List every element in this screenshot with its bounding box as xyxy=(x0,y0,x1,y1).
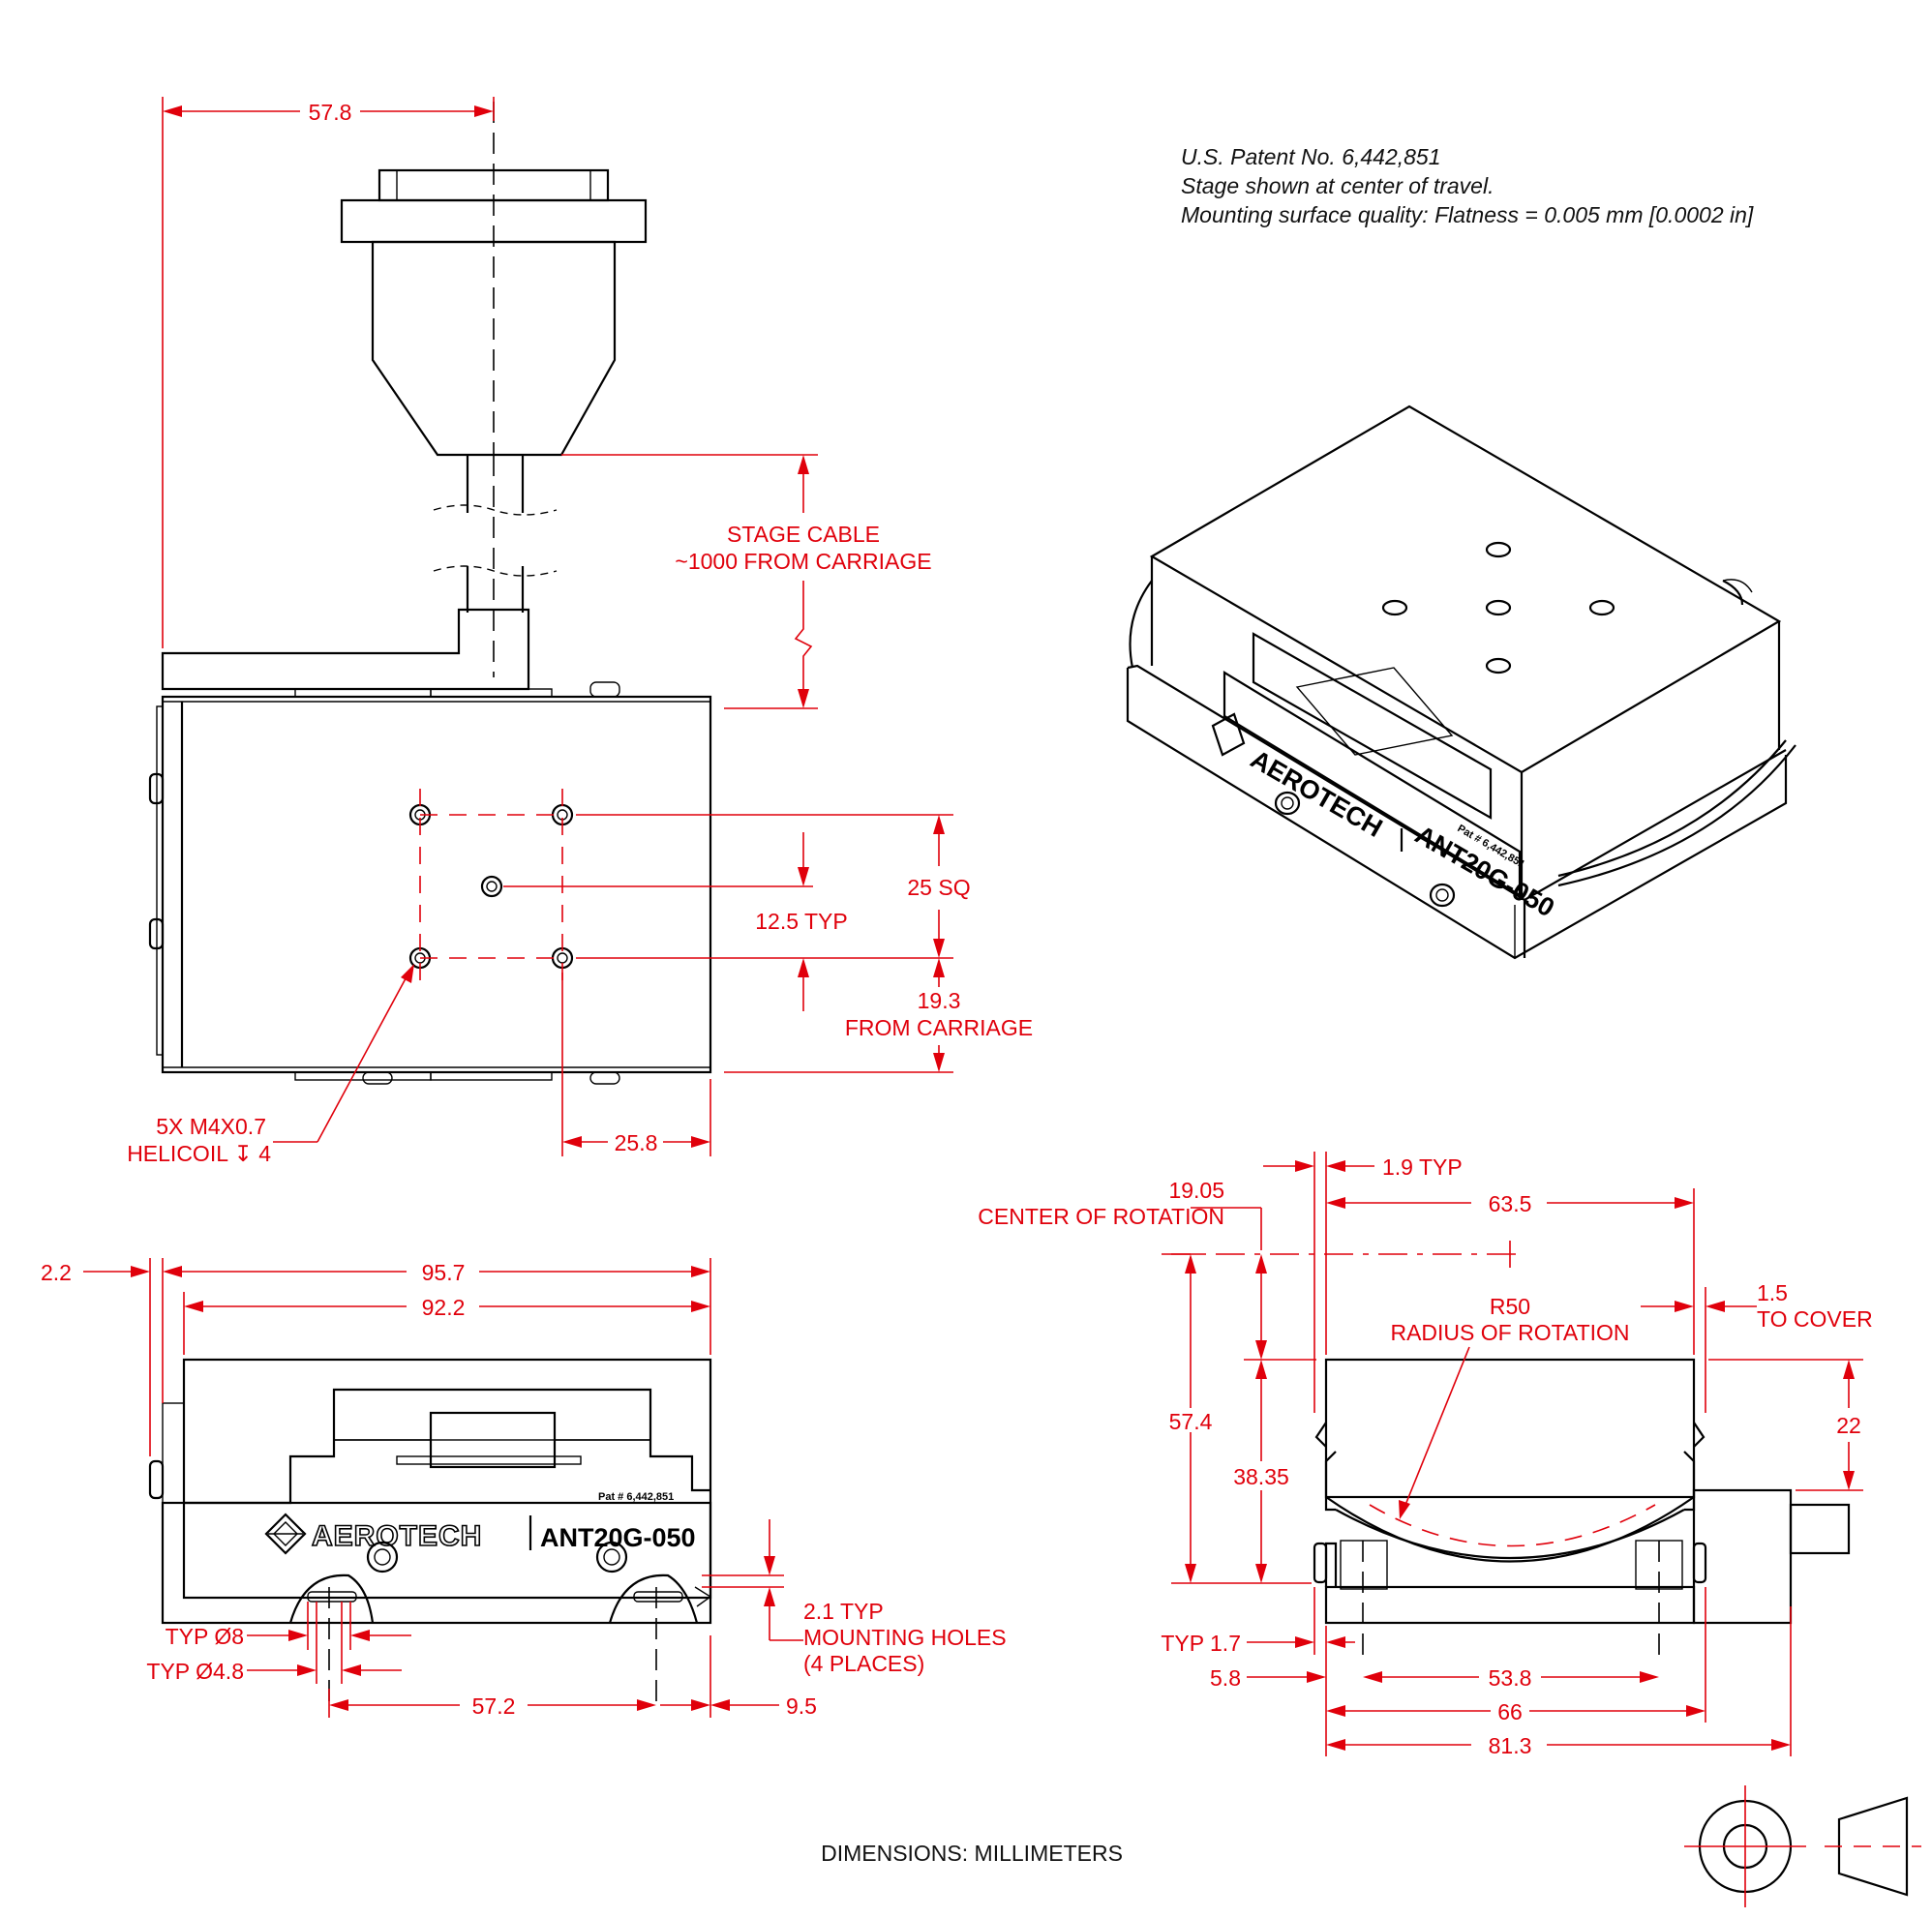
center-of-travel-note: Stage shown at center of travel. xyxy=(1181,173,1494,198)
side-view xyxy=(1162,1241,1851,1664)
counterbore-dim: TYP Ø8 xyxy=(166,1624,244,1649)
overall-length-dim: 95.7 xyxy=(422,1260,466,1285)
general-notes: U.S. Patent No. 6,442,851 Stage shown at… xyxy=(1181,144,1754,227)
front-model-text: ANT20G-050 xyxy=(540,1523,696,1552)
stage-cable-length: ~1000 FROM CARRIAGE xyxy=(675,549,931,574)
cover-gap-value: 1.5 xyxy=(1757,1280,1788,1305)
radius-value: R50 xyxy=(1490,1294,1530,1319)
base-height-dim: 38.35 xyxy=(1233,1464,1289,1489)
front-view-dimensions: 2.2 95.7 92.2 TYP Ø8 TYP Ø4.8 xyxy=(41,1258,1007,1719)
mounting-hole-pattern xyxy=(408,789,574,982)
right-offset-dim: 25.8 xyxy=(615,1130,658,1155)
patent-note: U.S. Patent No. 6,442,851 xyxy=(1181,144,1441,169)
rotation-center-value: 19.05 xyxy=(1168,1178,1224,1203)
projection-symbol xyxy=(1684,1785,1921,1907)
top-view-dimensions: 57.8 STAGE CABLE ~1000 FROM CARRIAGE 25 … xyxy=(127,97,1033,1166)
stage-cable xyxy=(433,455,558,677)
thread-callout-size: 5X M4X0.7 xyxy=(156,1114,266,1139)
flatness-note: Mounting surface quality: Flatness = 0.0… xyxy=(1181,202,1754,227)
units-note: DIMENSIONS: MILLIMETERS xyxy=(821,1841,1123,1866)
cover-gap-label: TO COVER xyxy=(1757,1306,1873,1332)
overall-width-dim: 81.3 xyxy=(1489,1733,1532,1758)
side-view-dimensions: 1.9 TYP 63.5 19.05 CENTER OF ROTATION R5… xyxy=(978,1152,1873,1758)
front-view: AEROTECH ANT20G-050 Pat # 6,442,851 xyxy=(148,1358,712,1703)
cable-exit-height-dim: 22 xyxy=(1836,1413,1861,1438)
top-view: 57.8 STAGE CABLE ~1000 FROM CARRIAGE 25 … xyxy=(127,97,1033,1166)
side-hole-spacing-dim: 53.8 xyxy=(1489,1665,1532,1691)
base-gap-dim: TYP 1.7 xyxy=(1161,1631,1241,1656)
from-carriage-value: 19.3 xyxy=(918,988,961,1013)
hole-pattern-square-dim: 25 SQ xyxy=(907,875,970,900)
front-brand-badge xyxy=(264,1513,307,1555)
radius-label: RADIUS OF ROTATION xyxy=(1390,1320,1629,1345)
total-height-dim: 57.4 xyxy=(1169,1409,1213,1434)
front-brand-text: AEROTECH xyxy=(312,1520,482,1552)
thread-callout-depth: HELICOIL ↧ 4 xyxy=(127,1141,271,1166)
left-gap-dim: 2.2 xyxy=(41,1260,72,1285)
from-carriage-label: FROM CARRIAGE xyxy=(845,1015,1033,1040)
hole-half-spacing-dim: 12.5 TYP xyxy=(755,909,847,934)
cable-connector xyxy=(340,102,648,457)
isometric-view: AEROTECH ANT20G-050 Pat # 6,442,851 xyxy=(1126,405,1796,960)
hole-offset-dim: 5.8 xyxy=(1210,1665,1241,1691)
front-patent-mark: Pat # 6,442,851 xyxy=(598,1491,674,1503)
mounting-holes-count: (4 PLACES) xyxy=(803,1651,924,1676)
mounting-holes-label: MOUNTING HOLES xyxy=(803,1625,1007,1650)
top-width-dim: 63.5 xyxy=(1489,1191,1532,1216)
side-gap-dim: 1.9 TYP xyxy=(1382,1154,1463,1180)
mounting-depth-dim: 2.1 TYP xyxy=(803,1599,884,1624)
width-to-center-dim: 57.8 xyxy=(309,100,352,125)
rotation-center-label: CENTER OF ROTATION xyxy=(978,1204,1224,1229)
stage-body-top xyxy=(148,608,712,1085)
hole-spacing-dim: 57.2 xyxy=(472,1693,516,1719)
end-offset-dim: 9.5 xyxy=(786,1693,817,1719)
stage-cable-label: STAGE CABLE xyxy=(727,522,880,547)
thru-hole-dim: TYP Ø4.8 xyxy=(146,1659,244,1684)
base-width-dim: 66 xyxy=(1497,1699,1523,1724)
carriage-length-dim: 92.2 xyxy=(422,1295,466,1320)
